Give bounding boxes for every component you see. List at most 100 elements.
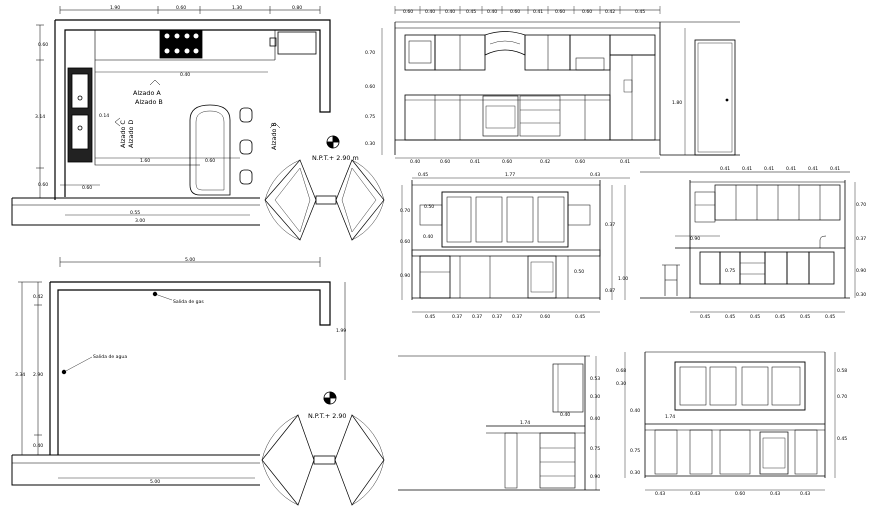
elevation-d: 1.74 0.40 0.53 0.30 0.40 0.75 0.90 <box>398 355 600 491</box>
elev-b-right-dim: 0.87 <box>605 288 615 294</box>
swing-door <box>261 414 385 506</box>
upper-cabinets <box>714 184 841 221</box>
elev-b-right-dim: 0.37 <box>605 222 615 228</box>
elev-a-right-dim: 1.80 <box>672 100 682 106</box>
elev-b-bottom-dim: 0.37 <box>512 314 522 320</box>
plan-top-dim-4: 0.80 <box>292 5 302 11</box>
elev-d-right-dim: 0.90 <box>590 474 600 480</box>
elev-e-bottom-dim: 0.43 <box>655 491 665 497</box>
alzado-c-label: Alzado C <box>119 120 127 148</box>
elev-e-bottom-dim: 0.43 <box>690 491 700 497</box>
elev-a-bottom-dim: 0.42 <box>540 159 550 165</box>
elev-d-right-dim: 0.40 <box>590 416 600 422</box>
elev-e-left-dim: 0.30 <box>630 470 640 476</box>
elev-b-bottom-dim: 0.37 <box>472 314 482 320</box>
oven-icon <box>482 95 519 137</box>
elev-d-counter-dim: 1.74 <box>520 420 530 426</box>
plan2-left-outer-dim: 3.34 <box>15 372 25 378</box>
alzado-label-right: Alzado B <box>270 122 278 150</box>
elev-c-right-dim: 0.37 <box>856 236 866 242</box>
stool-icon <box>239 107 253 123</box>
plan2-left-dim-3: 0.40 <box>33 443 43 449</box>
elev-d-right-dim: 0.53 <box>590 376 600 382</box>
elev-a-top-dim: 0.60 <box>555 9 565 15</box>
elev-a-top-dim: 0.41 <box>533 9 543 15</box>
elev-d-right-dim: 0.75 <box>590 446 600 452</box>
elev-b-left-dim: 0.40 <box>423 234 433 240</box>
elev-a-top-dim: 0.40 <box>425 9 435 15</box>
elev-b-top-dim: 0.45 <box>418 172 428 178</box>
elev-a-top-dim: 0.45 <box>466 9 476 15</box>
elev-c-counter-dim: 0.90 <box>690 236 700 242</box>
elev-a-top-dim: 0.40 <box>445 9 455 15</box>
swing-door <box>264 159 385 241</box>
elevation-b: 0.45 1.77 0.43 0.70 0.40 0.60 0.90 0.50 <box>400 172 630 320</box>
elev-a-bottom-dim: 0.60 <box>575 159 585 165</box>
elev-e-right-dim: 0.70 <box>837 394 847 400</box>
elev-e-bottom-dim: 0.43 <box>800 491 810 497</box>
elev-b-dim: 0.50 <box>424 204 434 210</box>
elev-c-top-dim: 0.41 <box>742 166 752 172</box>
elev-a-left-dim: 0.70 <box>365 50 375 56</box>
plan2-left-dim-2: 2.90 <box>33 372 43 378</box>
elev-e-left-dim: 0.75 <box>630 448 640 454</box>
elev-a-top-dim: 0.60 <box>582 9 592 15</box>
elev-e-mid-dim: 1.74 <box>665 414 675 420</box>
elev-c-bottom-dim: 0.45 <box>775 314 785 320</box>
elev-a-left-dim: 0.60 <box>365 84 375 90</box>
elev-c-inner-dim: 0.75 <box>725 268 735 274</box>
stool-icon <box>239 139 253 155</box>
elev-a-left-dim: 0.30 <box>365 141 375 147</box>
elev-d-right-dim: 0.30 <box>590 394 600 400</box>
elev-c-bottom-dim: 0.45 <box>750 314 760 320</box>
elev-a-top-dim: 0.42 <box>605 9 615 15</box>
alzado-b-label: Alzado B <box>135 98 163 106</box>
elev-a-bottom-dim: 0.41 <box>470 159 480 165</box>
elev-b-right-dim: 1.00 <box>618 276 628 282</box>
elev-c-right-dim: 0.30 <box>856 292 866 298</box>
elev-a-bottom-dim: 0.40 <box>410 159 420 165</box>
elev-a-left-dim: 0.75 <box>365 114 375 120</box>
plan2-bottom-dim: 5.00 <box>150 479 160 485</box>
plan2-left-dim-1: 0.42 <box>33 294 43 300</box>
elev-a-top-dim: 0.60 <box>403 9 413 15</box>
elev-e-left-dim: 0.40 <box>630 408 640 414</box>
upper-cabinet-block <box>674 361 806 411</box>
elev-c-bottom-dim: 0.45 <box>800 314 810 320</box>
elev-c-top-dim: 0.41 <box>808 166 818 172</box>
stool-icon <box>239 169 253 185</box>
kitchen-floor-plan-top: 1.90 0.60 1.30 0.80 0.60 3.14 0.60 <box>11 5 385 241</box>
microwave-oven <box>404 34 436 71</box>
plan-mid-dim-1: 1.60 <box>140 158 150 164</box>
refrigerator <box>609 54 656 141</box>
wall-cabinet-section <box>552 363 584 413</box>
upper-cabinet-block <box>441 191 569 248</box>
elev-a-bottom-dim: 0.60 <box>440 159 450 165</box>
plan-bottom-inner-dim: 0.60 <box>82 185 92 191</box>
gas-outlet-label: Salida de gas <box>173 299 204 305</box>
alzado-d-label: Alzado D <box>127 120 135 148</box>
elev-c-top-dim: 0.41 <box>786 166 796 172</box>
elev-b-left-dim: 0.60 <box>400 239 410 245</box>
stool-icon <box>662 264 680 296</box>
elev-d-mid-dim: 0.40 <box>560 412 570 418</box>
elev-a-top-dim: 0.60 <box>510 9 520 15</box>
elev-b-left-dim: 0.90 <box>400 273 410 279</box>
elev-c-top-dim: 0.41 <box>720 166 730 172</box>
plan-top-level-label: N.P.T.+ 2.90 m <box>312 154 359 162</box>
elev-c-bottom-dim: 0.45 <box>825 314 835 320</box>
elev-a-top-dim: 0.40 <box>487 9 497 15</box>
plan-left-dim-2: 3.14 <box>35 114 45 120</box>
elev-c-right-dim: 0.90 <box>856 268 866 274</box>
elev-e-right-dim: 0.58 <box>837 368 847 374</box>
elev-c-top-dim: 0.41 <box>764 166 774 172</box>
elevation-c: 0.41 0.41 0.41 0.41 0.41 0.41 0.90 0.75 <box>640 166 866 320</box>
plan-bottom-dim-2: 3.00 <box>135 218 145 224</box>
plan-bottom-level-label: N.P.T.+ 2.90 <box>308 412 347 420</box>
plan-top-dim-2: 0.60 <box>176 5 186 11</box>
dishwasher-icon <box>527 255 557 299</box>
elev-b-bottom-dim: 0.37 <box>452 314 462 320</box>
microwave-icon <box>575 57 605 71</box>
dishwasher-icon <box>759 431 789 475</box>
